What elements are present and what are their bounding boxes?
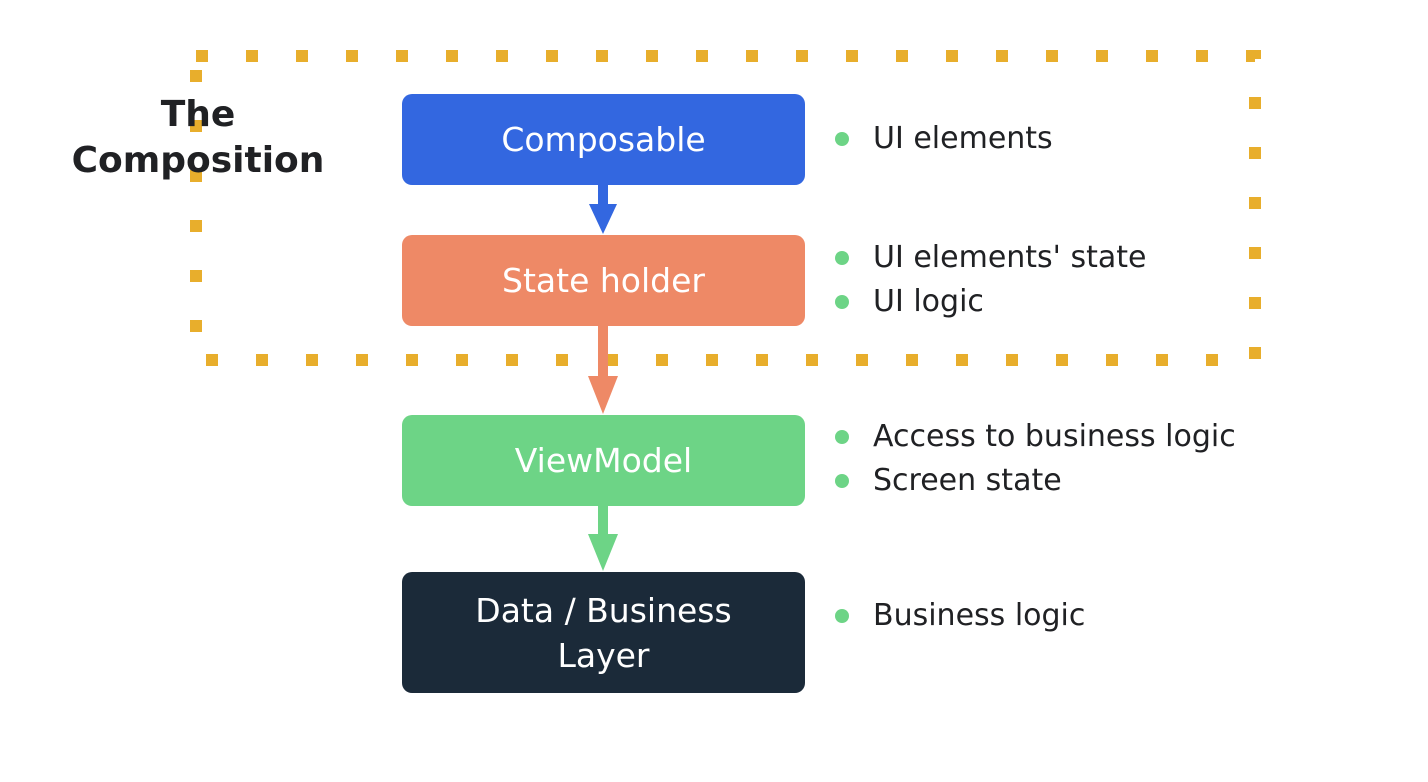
bullet-item: UI logic: [835, 280, 1146, 324]
bullet-text: UI logic: [873, 284, 984, 319]
composable-box-label: Composable: [501, 120, 706, 159]
bullet-item: Screen state: [835, 459, 1236, 503]
data-layer-box-label-line1: Data / Business: [475, 590, 732, 630]
bullet-dot-icon: [835, 609, 849, 623]
state-holder-box-label: State holder: [502, 261, 705, 300]
bullet-item: Access to business logic: [835, 415, 1236, 459]
viewmodel-box: ViewModel: [402, 415, 805, 506]
bullet-text: Access to business logic: [873, 419, 1236, 454]
bullet-dot-icon: [835, 474, 849, 488]
arrow-composable-to-state-holder: [589, 185, 617, 234]
bullet-dot-icon: [835, 251, 849, 265]
bullet-item: UI elements' state: [835, 236, 1146, 280]
viewmodel-box-label: ViewModel: [514, 441, 693, 480]
viewmodel-responsibilities: Access to business logic Screen state: [835, 415, 1236, 503]
composable-box: Composable: [402, 94, 805, 185]
state-holder-box: State holder: [402, 235, 805, 326]
arrow-viewmodel-to-data-layer: [588, 506, 618, 571]
composition-label-line1: The: [160, 94, 236, 135]
bullet-dot-icon: [835, 430, 849, 444]
bullet-dot-icon: [835, 132, 849, 146]
bullet-text: UI elements' state: [873, 240, 1147, 275]
data-layer-responsibilities: Business logic: [835, 594, 1085, 638]
bullet-text: Screen state: [873, 463, 1062, 498]
composition-label-line2: Composition: [71, 140, 325, 181]
data-layer-box-label-line2: Layer: [557, 635, 650, 675]
state-holder-responsibilities: UI elements' state UI logic: [835, 236, 1146, 324]
bullet-text: UI elements: [873, 121, 1053, 156]
composition-group-label: The Composition: [40, 92, 356, 184]
bullet-dot-icon: [835, 295, 849, 309]
data-business-layer-box: Data / Business Layer: [402, 572, 805, 693]
bullet-item: UI elements: [835, 117, 1053, 161]
bullet-item: Business logic: [835, 594, 1085, 638]
bullet-text: Business logic: [873, 598, 1086, 633]
composable-responsibilities: UI elements: [835, 117, 1053, 161]
arrow-state-holder-to-viewmodel: [588, 326, 618, 414]
